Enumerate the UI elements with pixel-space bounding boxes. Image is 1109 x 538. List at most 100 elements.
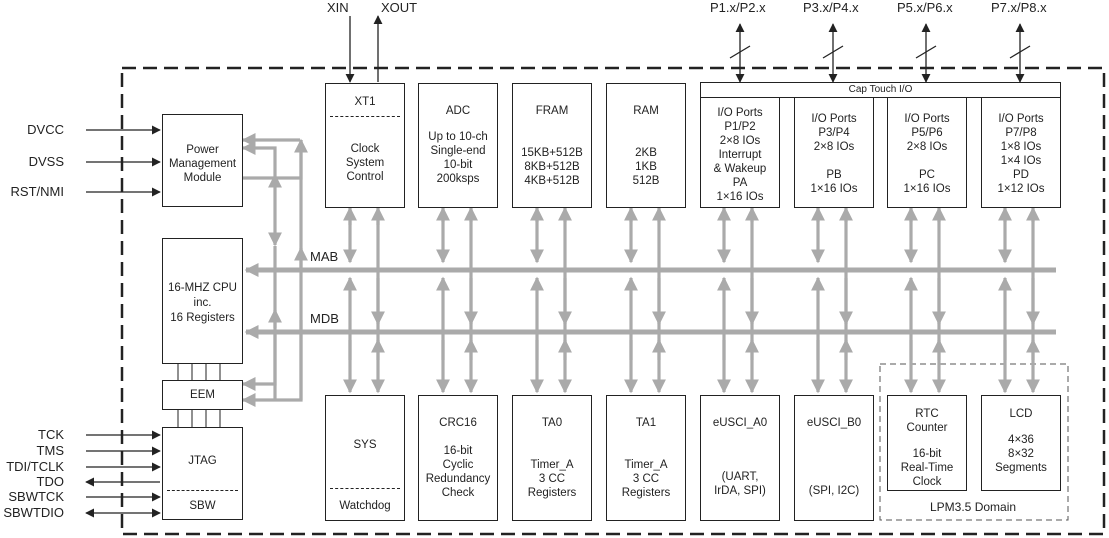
ta1-line-3: Registers xyxy=(621,487,671,499)
dvss-label: DVSS xyxy=(28,154,64,169)
eem-block: EEM xyxy=(162,380,243,410)
crc-line-4: Check xyxy=(441,487,475,499)
io34-line-6: 1×16 IOs xyxy=(810,183,858,195)
io-ports-p1-p2: I/O Ports P1/P2 2×8 IOs Interrupt & Wake… xyxy=(700,97,780,208)
sys-watchdog: SYS Watchdog xyxy=(325,395,405,521)
sbw-label: SBW xyxy=(189,500,216,512)
tms-label: TMS xyxy=(36,443,64,458)
p78-label: P7.x/P8.x xyxy=(991,0,1047,15)
xin-label: XIN xyxy=(327,0,349,15)
io12-line-6: PA xyxy=(732,177,748,189)
ram-line-1: 2KB xyxy=(635,147,657,159)
pmm-line-3: Module xyxy=(183,172,222,184)
clock-line-2: System xyxy=(345,157,385,169)
adc-line-2: Single-end xyxy=(430,145,486,157)
crc-title: CRC16 xyxy=(439,417,477,429)
cap-touch-io: Cap Touch I/O xyxy=(700,82,1061,98)
ta0-line-1: Timer_A xyxy=(530,459,574,471)
ta1-line-1: Timer_A xyxy=(624,459,668,471)
io78-line-1: I/O Ports xyxy=(998,113,1044,125)
io56-line-5: PC xyxy=(919,169,935,181)
fram-line-2: 8KB+512B xyxy=(524,161,580,173)
clock-line-1: Clock xyxy=(350,143,380,155)
crc-line-3: Redundancy xyxy=(425,473,491,485)
p34-label: P3.x/P4.x xyxy=(803,0,859,15)
fram-title: FRAM xyxy=(535,105,569,117)
io-ports-p7-p8: I/O Ports P7/P8 1×8 IOs 1×4 IOs PD 1×12 … xyxy=(981,97,1061,208)
io78-line-4: 1×4 IOs xyxy=(1000,155,1042,167)
euscia0-line-1: (UART, xyxy=(721,471,759,483)
p56-label: P5.x/P6.x xyxy=(897,0,953,15)
adc-block: ADC Up to 10-ch Single-end 10-bit 200ksp… xyxy=(418,83,498,208)
euscib0-block: eUSCI_B0 (SPI, I2C) xyxy=(794,395,874,521)
io12-line-4: Interrupt xyxy=(718,149,762,161)
io78-line-5: PD xyxy=(1013,169,1029,181)
adc-line-4: 200ksps xyxy=(436,173,480,185)
lpm-domain-label: LPM3.5 Domain xyxy=(930,500,1017,514)
io34-line-5: PB xyxy=(826,169,842,181)
adc-title: ADC xyxy=(445,105,471,117)
jtag-block: JTAG SBW xyxy=(162,427,243,520)
tdi-tclk-label: TDI/TCLK xyxy=(6,459,64,474)
rst-nmi-label: RST/NMI xyxy=(10,184,64,199)
power-management-module: Power Management Module xyxy=(162,114,243,207)
io78-line-2: P7/P8 xyxy=(1005,127,1037,139)
lcd-line-2: 8×32 xyxy=(1008,448,1034,460)
xout-label: XOUT xyxy=(381,0,418,15)
cpu-line-3: 16 Registers xyxy=(170,312,235,324)
pmm-line-2: Management xyxy=(168,158,237,170)
io34-line-3: 2×8 IOs xyxy=(813,141,855,153)
io78-line-3: 1×8 IOs xyxy=(1000,141,1042,153)
lpm-domain-boundary xyxy=(879,363,1069,521)
sbwtdio-label: SBWTDIO xyxy=(3,505,64,520)
euscia0-line-2: IrDA, SPI) xyxy=(714,485,766,497)
crc-line-1: 16-bit xyxy=(443,445,473,457)
rtc-line-1: RTC xyxy=(915,408,939,420)
ram-line-2: 1KB xyxy=(635,161,657,173)
fram-line-3: 4KB+512B xyxy=(524,175,580,187)
jtag-label: JTAG xyxy=(188,455,217,467)
dvcc-label: DVCC xyxy=(27,122,64,137)
cpu-line-2: inc. xyxy=(193,297,212,309)
sbwtck-label: SBWTCK xyxy=(8,489,64,504)
io78-line-6: 1×12 IOs xyxy=(997,183,1045,195)
mdb-label: MDB xyxy=(310,311,339,326)
cpu-line-1: 16-MHZ CPU xyxy=(167,282,237,294)
io56-line-3: 2×8 IOs xyxy=(906,141,948,153)
tdo-label: TDO xyxy=(36,474,64,489)
rtc-line-5: Real-Time xyxy=(900,462,954,474)
lcd-block: LCD 4×36 8×32 Segments xyxy=(981,395,1061,491)
io12-line-5: & Wakeup xyxy=(713,163,767,175)
rtc-line-4: 16-bit xyxy=(912,448,942,460)
io56-line-6: 1×16 IOs xyxy=(903,183,951,195)
ta0-block: TA0 Timer_A 3 CC Registers xyxy=(512,395,592,521)
lcd-title: LCD xyxy=(1009,408,1033,420)
fram-block: FRAM 15KB+512B 8KB+512B 4KB+512B xyxy=(512,83,592,208)
pmm-line-1: Power xyxy=(186,144,219,156)
io56-line-1: I/O Ports xyxy=(904,113,950,125)
io-ports-p3-p4: I/O Ports P3/P4 2×8 IOs PB 1×16 IOs xyxy=(794,97,874,208)
io34-line-1: I/O Ports xyxy=(811,113,857,125)
watchdog-label: Watchdog xyxy=(339,500,391,512)
cpu-block: 16-MHZ CPU inc. 16 Registers xyxy=(162,238,243,364)
rtc-line-6: Clock xyxy=(912,476,942,488)
crc-line-2: Cyclic xyxy=(442,459,474,471)
ta1-line-2: 3 CC xyxy=(632,473,660,485)
io56-line-2: P5/P6 xyxy=(911,127,943,139)
ram-title: RAM xyxy=(633,105,659,117)
ta0-line-3: Registers xyxy=(527,487,577,499)
clock-line-3: Control xyxy=(346,171,384,183)
sys-title: SYS xyxy=(353,439,377,451)
tck-label: TCK xyxy=(38,427,64,442)
p12-label: P1.x/P2.x xyxy=(710,0,766,15)
euscia0-block: eUSCI_A0 (UART, IrDA, SPI) xyxy=(700,395,780,521)
mab-label: MAB xyxy=(310,249,339,264)
crc16-block: CRC16 16-bit Cyclic Redundancy Check xyxy=(418,395,498,521)
chip-boundary xyxy=(120,66,1106,536)
io12-line-3: 2×8 IOs xyxy=(719,135,761,147)
fram-line-1: 15KB+512B xyxy=(521,147,583,159)
io12-line-1: I/O Ports xyxy=(717,107,763,119)
rtc-line-2: Counter xyxy=(906,422,948,434)
io34-line-2: P3/P4 xyxy=(818,127,850,139)
